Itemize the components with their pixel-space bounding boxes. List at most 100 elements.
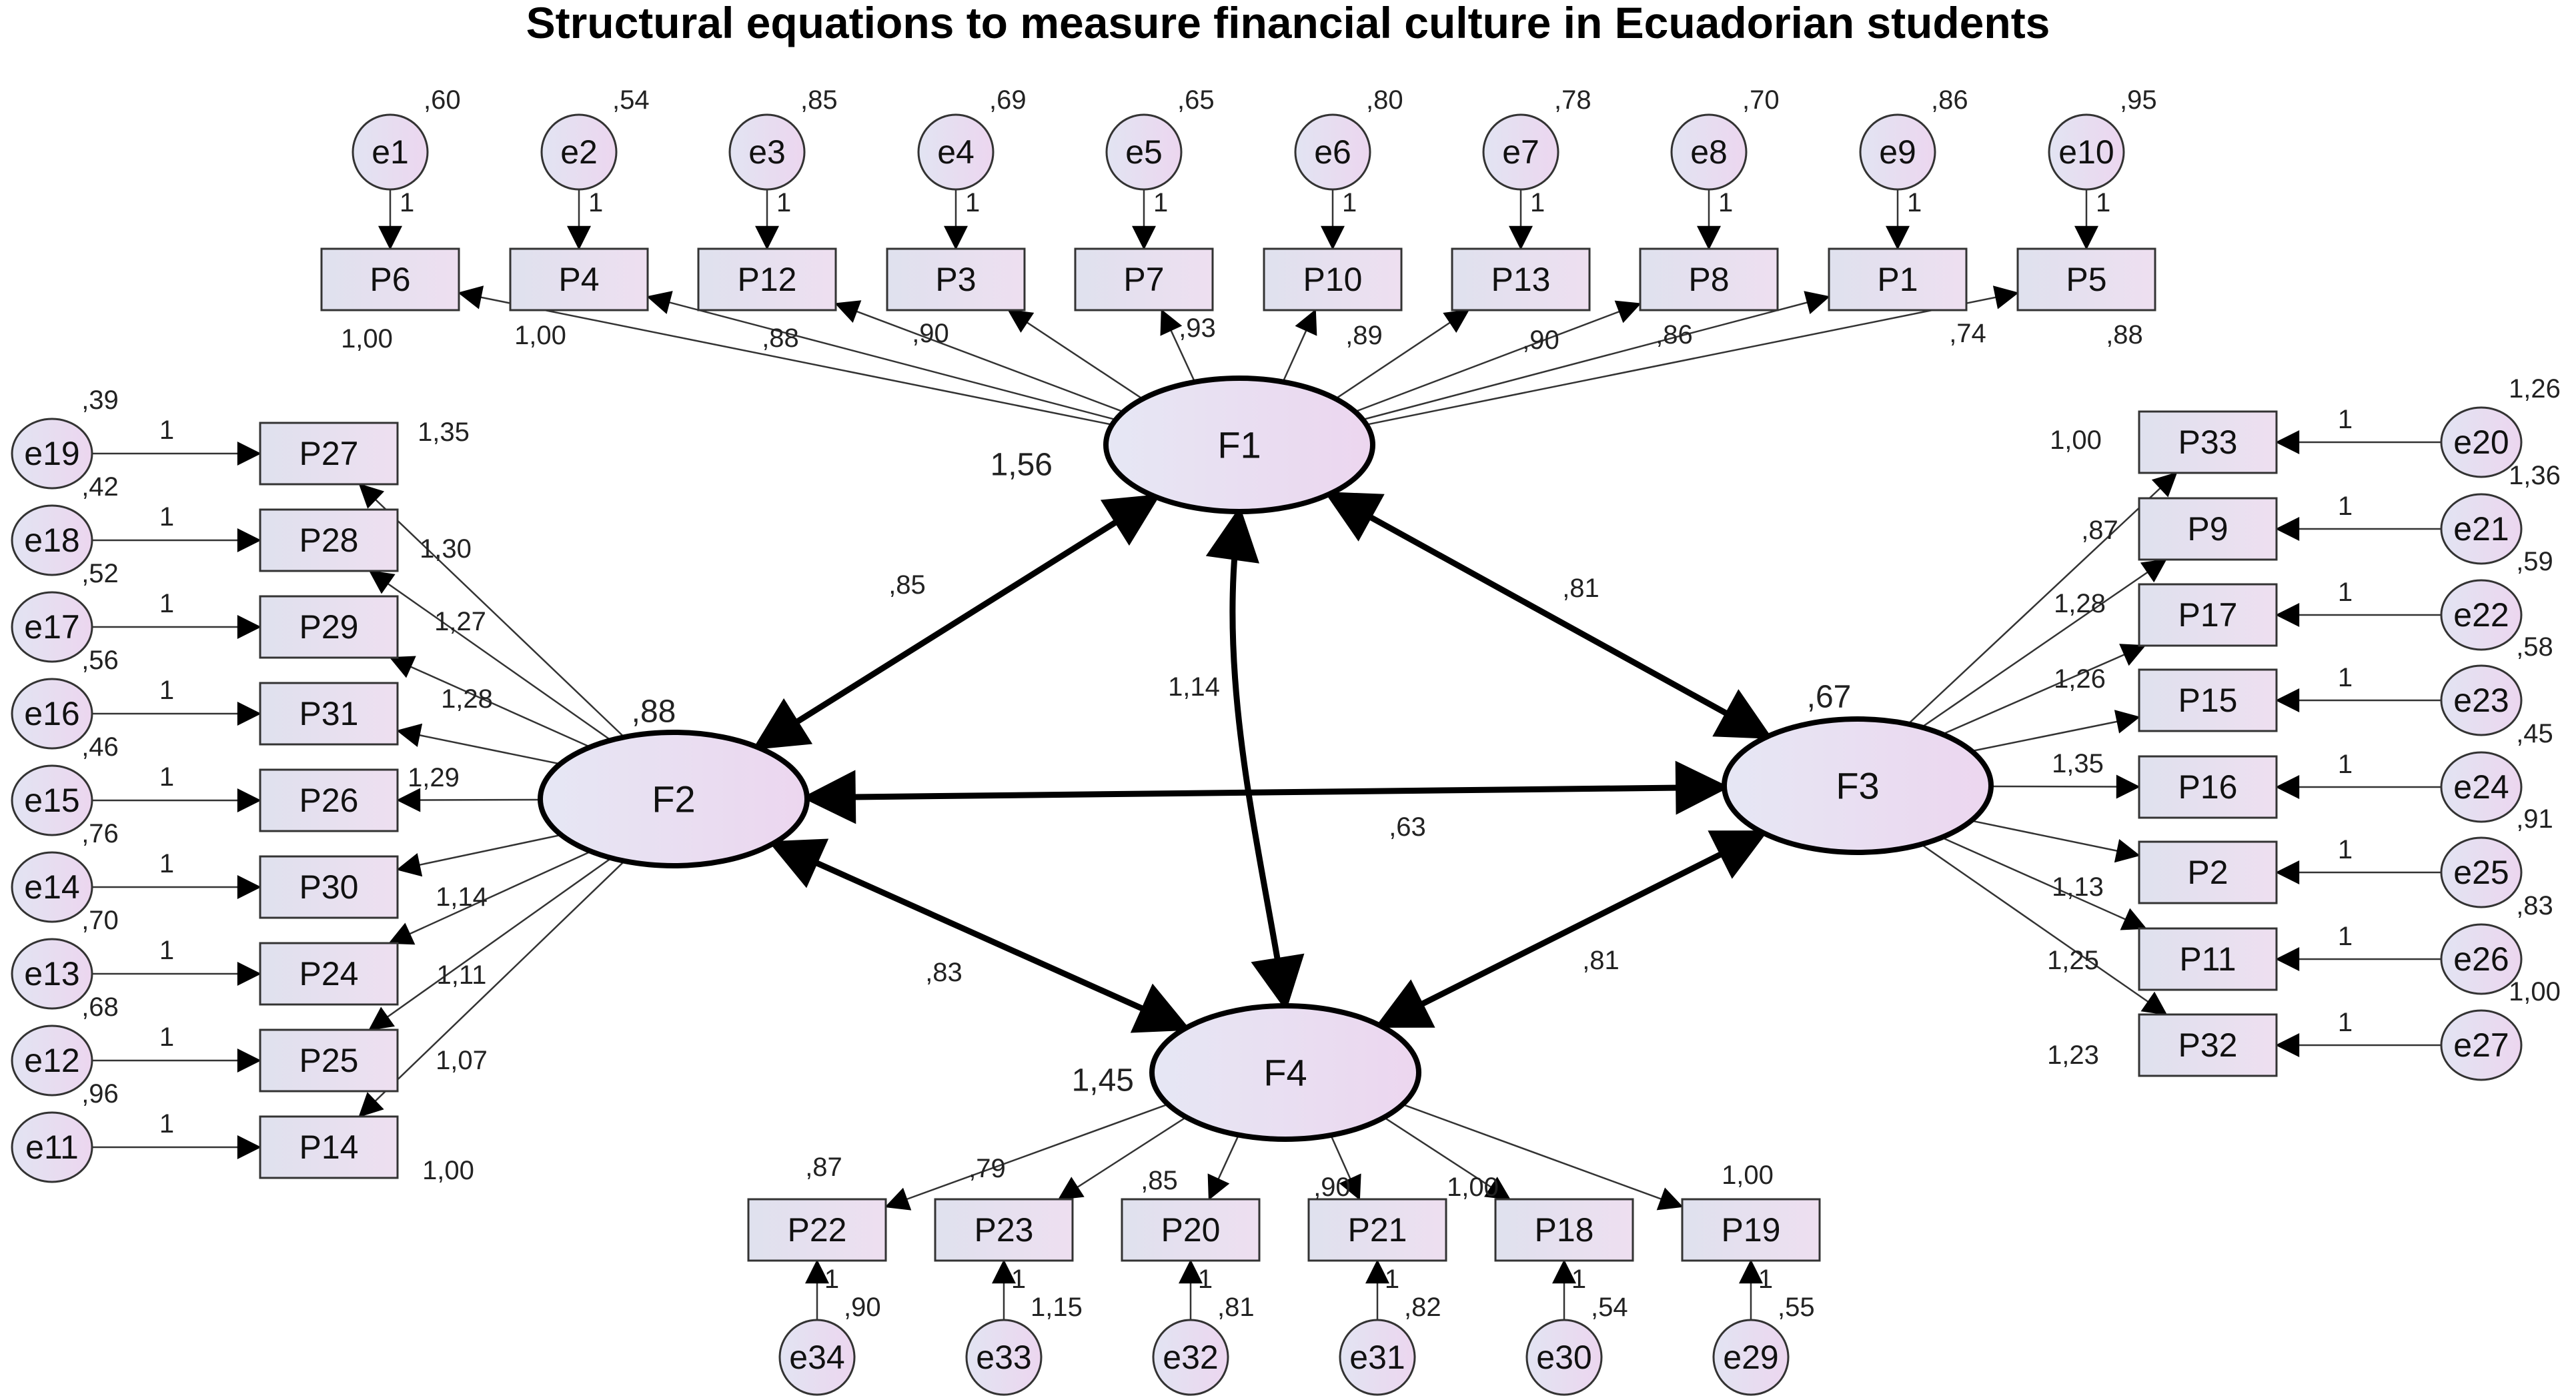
error-path-label: 1 [1198, 1265, 1213, 1294]
indicator-label: P3 [935, 261, 976, 298]
error-node [352, 113, 429, 191]
loading-path [1335, 309, 1470, 400]
error-node [2440, 1009, 2523, 1081]
covariance-arrow [1375, 830, 1768, 1028]
factor-variance-label: ,67 [1807, 680, 1852, 715]
indicator-box [509, 247, 649, 311]
indicator-label: P19 [1722, 1211, 1781, 1249]
error-path-label: 1 [965, 188, 980, 217]
latent-factor-node [538, 730, 810, 868]
error-label: e6 [1314, 133, 1351, 171]
covariance-arrow [1205, 506, 1305, 1011]
loading-label: 1,11 [437, 960, 487, 990]
error-label: e27 [2453, 1026, 2509, 1064]
loading-label: 1,35 [2052, 749, 2104, 778]
error-variance-label: ,96 [81, 1079, 119, 1109]
error-label: e9 [1879, 133, 1916, 171]
loading-path [389, 656, 591, 748]
error-path-label: 1 [1718, 188, 1733, 217]
covariance-label: 1,14 [1168, 672, 1220, 702]
error-node [1482, 113, 1559, 191]
error-variance-label: ,58 [2516, 632, 2553, 662]
indicator-box [2138, 927, 2278, 991]
loading-path [834, 300, 1124, 413]
loading-label: 1,00 [422, 1156, 474, 1185]
error-node [1152, 1319, 1229, 1396]
error-label: e26 [2453, 940, 2509, 978]
indicator-label: P26 [299, 782, 359, 819]
loading-label: 1,27 [434, 607, 486, 636]
error-node [1712, 1319, 1790, 1396]
factor-variance-label: 1,45 [1072, 1063, 1134, 1099]
loading-label: 1,00 [1722, 1161, 1774, 1190]
indicator-box [1263, 247, 1403, 311]
error-node [2440, 406, 2523, 478]
error-label: e19 [24, 435, 79, 472]
error-label: e20 [2453, 424, 2509, 461]
loading-label: ,90 [1313, 1173, 1351, 1202]
error-path-label: 1 [159, 676, 174, 705]
loading-path [1330, 1135, 1361, 1201]
indicator-box [2138, 410, 2278, 474]
indicator-box [2016, 247, 2156, 311]
loading-path [1990, 774, 2140, 799]
error-path-label: 1 [1530, 188, 1545, 217]
loading-label: ,90 [912, 319, 949, 348]
indicator-label: P28 [299, 522, 359, 559]
indicator-label: P15 [2178, 682, 2238, 719]
indicator-box [886, 247, 1026, 311]
error-node [1105, 113, 1183, 191]
error-node [2440, 836, 2523, 908]
indicator-box [259, 595, 399, 659]
error-variance-label: 1,00 [2509, 977, 2561, 1006]
indicator-label: P9 [2187, 510, 2228, 548]
loading-path [1366, 285, 2019, 426]
error-variance-label: ,83 [2516, 891, 2553, 920]
error-node [1294, 113, 1371, 191]
error-path-label: 1 [159, 936, 174, 965]
error-variance-label: ,55 [1778, 1293, 1815, 1322]
error-path-label: 1 [159, 849, 174, 878]
covariance-arrow [801, 760, 1730, 824]
error-variance-label: ,90 [844, 1293, 881, 1322]
loading-label: ,74 [1949, 319, 1986, 348]
loading-label: 1,28 [441, 684, 493, 714]
path-layer [92, 189, 2441, 1320]
error-path-label: 1 [2096, 188, 2110, 217]
indicator-label: P13 [1491, 261, 1551, 298]
error-variance-label: ,82 [1404, 1293, 1441, 1322]
error-path-label: 1 [2338, 492, 2353, 521]
indicator-label: P32 [2178, 1026, 2238, 1064]
loading-label: 1,14 [436, 882, 488, 912]
loading-path [646, 291, 1117, 421]
indicator-box [1639, 247, 1779, 311]
error-label: e30 [1536, 1339, 1591, 1376]
error-path-label: 1 [1342, 188, 1357, 217]
loading-path [458, 285, 1113, 426]
indicator-box [934, 1198, 1074, 1262]
latent-factor-node [1722, 716, 1994, 855]
covariance-arrow [752, 494, 1161, 750]
loading-path [1921, 558, 2167, 728]
error-label: e16 [24, 695, 79, 732]
loading-path [1920, 843, 2168, 1016]
loading-label: 1,35 [418, 418, 470, 447]
covariance-label: ,83 [925, 958, 962, 987]
covariance-arrow [1324, 492, 1773, 739]
error-node [2440, 923, 2523, 995]
indicator-label: P24 [299, 955, 359, 992]
error-label: e18 [24, 522, 79, 559]
error-node [728, 113, 806, 191]
loading-label: 1,28 [2054, 589, 2106, 618]
indicator-box [747, 1198, 887, 1262]
loading-label: 1,29 [408, 763, 460, 792]
loading-label: ,90 [1522, 325, 1559, 355]
error-label: e7 [1502, 133, 1539, 171]
error-node [11, 1024, 93, 1097]
error-node [917, 113, 995, 191]
error-node [2048, 113, 2125, 191]
error-path-label: 1 [2338, 835, 2353, 864]
error-path-label: 1 [1385, 1265, 1399, 1294]
error-label: e29 [1723, 1339, 1778, 1376]
error-node [11, 591, 93, 663]
